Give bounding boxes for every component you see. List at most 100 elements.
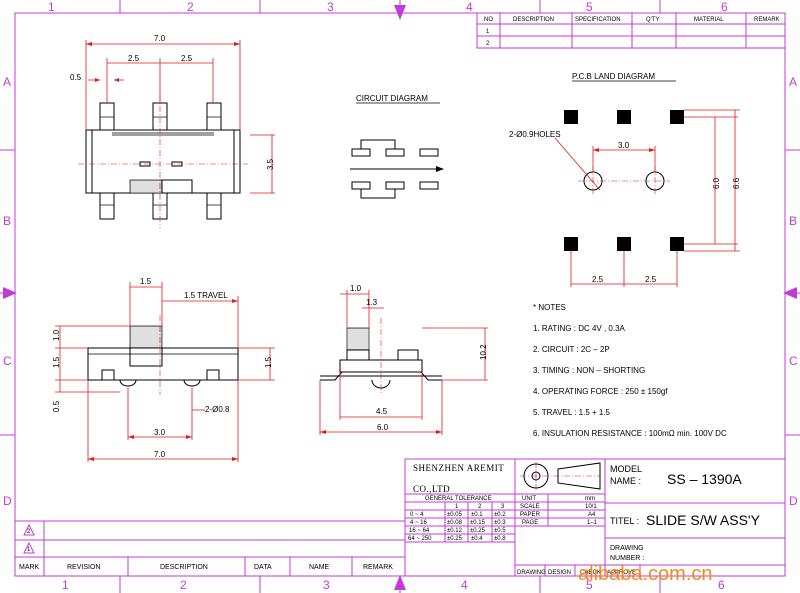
- row-label: A: [3, 75, 11, 89]
- title-value: SLIDE S/W ASS'Y: [646, 512, 761, 528]
- revision-header: REMARK: [363, 564, 393, 571]
- revision-header: DESCRIPTION: [160, 564, 208, 571]
- col-label: 2: [180, 578, 187, 592]
- unit-label: UNIT: [522, 496, 536, 502]
- notes-heading: * NOTES: [533, 303, 566, 312]
- circuit-title: CIRCUIT DIAGRAM: [356, 94, 428, 103]
- tol-cell: 64 ~ 250: [408, 536, 432, 542]
- tol-cell: ±0.12: [447, 528, 463, 534]
- row-label: D: [3, 494, 12, 508]
- tol-cell: ±0.3: [494, 520, 506, 526]
- dim-top-pin: 0.5: [70, 73, 82, 82]
- revision-mark-icon: [23, 523, 35, 536]
- revision-mark: 2: [27, 529, 31, 535]
- tol-cell: ±0.1: [471, 512, 483, 518]
- projection-symbol-icon: [520, 462, 601, 490]
- col-label: 5: [586, 0, 593, 14]
- dim-pcb-pitch-right: 2.5: [645, 275, 657, 284]
- row-label: D: [789, 494, 798, 508]
- col-label: 1: [62, 578, 69, 592]
- signoff-cell: DESIGN: [548, 570, 571, 576]
- tol-cell: 4 ~ 16: [410, 520, 428, 526]
- pcb-title: P.C.B LAND DIAGRAM: [572, 72, 655, 81]
- row-label: B: [3, 214, 11, 228]
- pcb-holes-label: 2-Ø0.9HOLES: [509, 130, 561, 139]
- title-block: SHENZHEN AREMIT CO.,LTD GENERAL TOLERANC…: [404, 458, 786, 577]
- tol-cell: ±0.08: [447, 520, 463, 526]
- row-label: A: [789, 75, 797, 89]
- parts-header: NO: [484, 17, 493, 23]
- top-view: 7.0 2.5 2.5 0.5 3.5: [70, 34, 275, 228]
- tol-cell: ±0.05: [447, 512, 463, 518]
- note-item: 3. TIMING : NON – SHORTING: [533, 366, 645, 375]
- tol-cell: 0 ~ 4: [410, 512, 424, 518]
- page-label: PAGE: [522, 520, 538, 526]
- col-label: 2: [187, 0, 194, 14]
- parts-row-no: 1: [486, 29, 490, 35]
- model-label-1: MODEL: [610, 464, 642, 474]
- note-item: 4. OPERATING FORCE : 250 ± 150gf: [533, 387, 668, 396]
- front-view: 1.5 1.5 TRAVEL 1.0 1.5 0.5 1.5 2-Ø0.8 3.…: [52, 277, 275, 462]
- tol-cell: ±0.15: [470, 520, 486, 526]
- tol-cell: ±0.25: [447, 536, 463, 542]
- dim-side-height: 10.2: [479, 344, 488, 360]
- dim-top-height: 3.5: [266, 158, 275, 170]
- tol-cell: ±0.4: [471, 536, 483, 542]
- dim-top-pitch-right: 2.5: [181, 54, 193, 63]
- paper-label: PAPER: [520, 512, 541, 518]
- model-label-2: NAME :: [610, 476, 641, 486]
- tol-cell: ±0.5: [494, 528, 506, 534]
- revision-header: NAME: [309, 564, 330, 571]
- frame-labels: 1 2 3 4 5 6 1 2 3 4 5 6 A B C D A B C D: [3, 0, 798, 592]
- drawing-number-label-1: DRAWING: [610, 545, 644, 552]
- dim-top-pitch-left: 2.5: [128, 54, 140, 63]
- dim-side-top1: 1.0: [350, 284, 362, 293]
- tol-col: 1: [455, 504, 459, 510]
- parts-header: DESCRIPTION: [513, 17, 554, 23]
- note-item: 2. CIRCUIT : 2C – 2P: [533, 345, 610, 354]
- row-label: C: [789, 354, 798, 368]
- company-line1: SHENZHEN AREMIT: [413, 463, 504, 473]
- circuit-diagram: CIRCUIT DIAGRAM: [350, 94, 444, 199]
- revision-mark: 1: [27, 547, 31, 553]
- parts-header: MATERIAL: [694, 17, 724, 23]
- parts-header: SPECIFICATION: [575, 17, 621, 23]
- dim-pcb-inner: 6.0: [712, 177, 721, 189]
- dim-front-right: 1.5: [264, 356, 273, 368]
- tol-cell: 16 ~ 64: [409, 528, 430, 534]
- notes: * NOTES 1. RATING : DC 4V , 0.3A 2. CIRC…: [533, 303, 727, 438]
- dim-pcb-hole-spacing: 3.0: [618, 141, 630, 150]
- signoff-cell: DRAWING: [517, 570, 546, 576]
- dim-front-knob: 1.5: [140, 277, 152, 286]
- pcb-land-diagram: P.C.B LAND DIAGRAM 2-Ø0.9HOLES 3.0 6.0 6…: [509, 72, 741, 287]
- dim-front-hole: 2-Ø0.8: [205, 405, 230, 414]
- dim-front-left-top: 1.0: [52, 329, 61, 341]
- parts-row-no: 2: [486, 41, 490, 47]
- dim-front-left-mid: 1.5: [52, 356, 61, 368]
- dim-front-hole-spacing: 3.0: [154, 428, 166, 437]
- tol-col: 2: [478, 504, 482, 510]
- dim-side-top2: 1.3: [366, 298, 378, 307]
- dim-pcb-outer: 6.6: [732, 177, 741, 189]
- title-label: TITEL :: [610, 516, 639, 526]
- tolerance-header: GENERAL TOLERANCE: [425, 496, 492, 502]
- paper-value: A4: [588, 512, 596, 518]
- tol-col: 3: [501, 504, 505, 510]
- parts-header: Q'TY: [646, 17, 659, 23]
- revision-mark-icon: [23, 541, 35, 554]
- revision-header: REVISION: [67, 564, 100, 571]
- col-label: 5: [586, 578, 593, 592]
- row-label: C: [3, 354, 12, 368]
- signoff-cell: CHECK: [580, 570, 601, 576]
- dim-front-total: 7.0: [154, 450, 166, 459]
- front-travel-label: 1.5 TRAVEL: [184, 291, 228, 300]
- col-label: 6: [718, 578, 725, 592]
- signoff-cell: APPROVE: [607, 570, 636, 576]
- col-label: 1: [48, 0, 55, 14]
- revision-header: DATA: [254, 564, 272, 571]
- tol-cell: ±0.2: [494, 512, 506, 518]
- parts-header: REMARK: [754, 17, 780, 23]
- col-label: 6: [721, 0, 728, 14]
